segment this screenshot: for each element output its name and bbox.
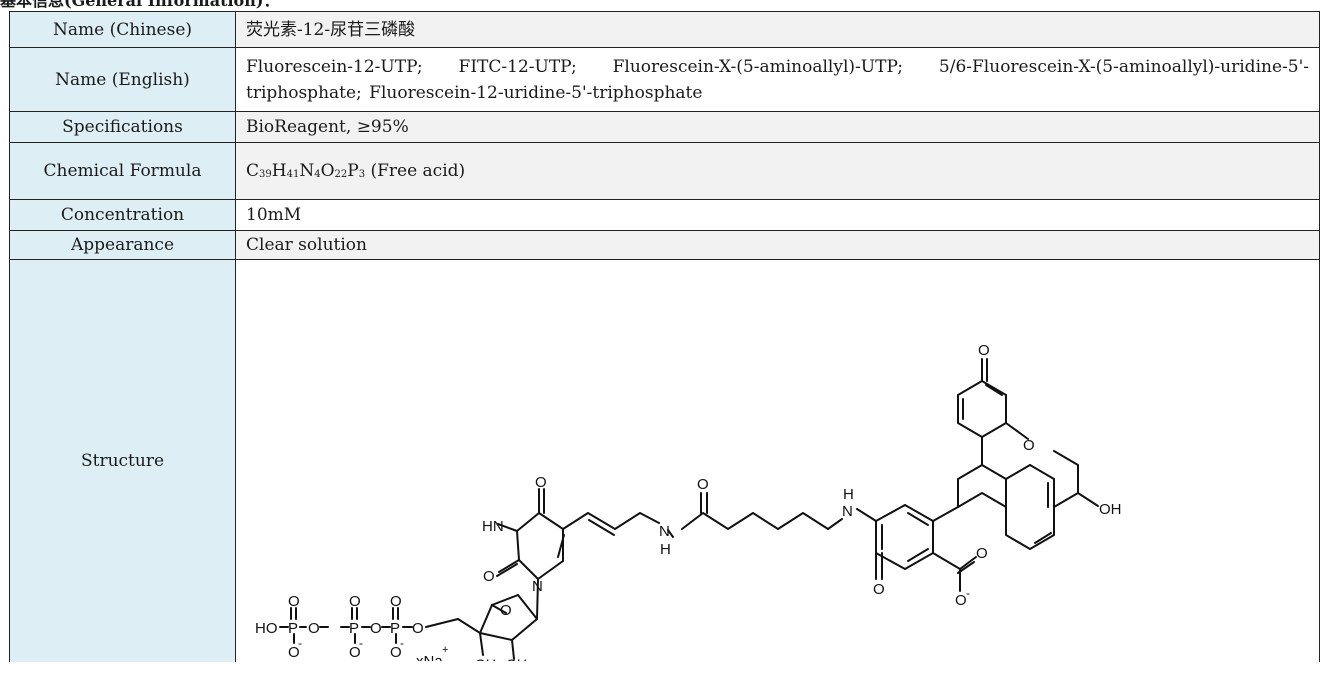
table-row-structure: Structure xyxy=(9,259,1320,662)
atom-label: OH xyxy=(1099,501,1122,518)
formula-suffix: (Free acid) xyxy=(365,161,466,181)
row-value: 荧光素-12-尿苷三磷酸 xyxy=(235,11,1320,48)
atom-label: N xyxy=(659,523,670,540)
formula-count: 22 xyxy=(334,169,348,180)
row-value: Clear solution xyxy=(235,230,1320,260)
charge-label: - xyxy=(400,636,404,650)
formula-element: C xyxy=(246,161,260,181)
atom-label: P xyxy=(349,620,359,637)
atom-label: O xyxy=(288,644,300,661)
atom-label: O xyxy=(1023,437,1035,454)
atom-label: O xyxy=(349,644,361,661)
atom-label: O xyxy=(349,593,361,610)
atom-label: P xyxy=(390,620,400,637)
row-label: Name (English) xyxy=(9,47,236,112)
atom-label: O xyxy=(976,545,988,562)
general-info-table: Name (Chinese) 荧光素-12-尿苷三磷酸 Name (Englis… xyxy=(9,11,1320,662)
atom-label: HN xyxy=(482,518,504,535)
section-title: 基本信息(General Information)： xyxy=(0,0,280,10)
atom-label: P xyxy=(288,620,298,637)
fluorescein-utp-structure: HO P O O O P O O O P O O O O N HN O xyxy=(255,342,1122,661)
formula-element: H xyxy=(271,161,287,181)
counterion-label: xNa xyxy=(416,653,443,661)
atom-label: O xyxy=(390,593,402,610)
row-value: BioReagent, ≥95% xyxy=(235,111,1320,143)
row-label: Concentration xyxy=(9,199,236,231)
atom-label: O xyxy=(308,620,320,637)
formula-element: P xyxy=(347,161,359,181)
row-value: Fluorescein-12-UTP; FITC-12-UTP; Fluores… xyxy=(235,47,1320,112)
table-row-appearance: Appearance Clear solution xyxy=(9,230,1320,260)
atom-label: O xyxy=(535,474,547,491)
table-row-name-english: Name (English) Fluorescein-12-UTP; FITC-… xyxy=(9,47,1320,112)
structure-image: HO P O O O P O O O P O O O O N HN O xyxy=(236,261,1319,661)
formula-element: N xyxy=(299,161,315,181)
table-row-name-chinese: Name (Chinese) 荧光素-12-尿苷三磷酸 xyxy=(9,11,1320,48)
structure-cell: HO P O O O P O O O P O O O O N HN O xyxy=(235,259,1320,662)
table-row-chemical-formula: Chemical Formula C39H41N4O22P3 (Free aci… xyxy=(9,142,1320,200)
charge-label: - xyxy=(966,586,970,600)
atom-label: O xyxy=(412,620,424,637)
formula-count: 39 xyxy=(259,169,272,180)
atom-label: N xyxy=(842,503,853,520)
atom-label: HO xyxy=(255,620,278,637)
atom-label: OH xyxy=(475,656,496,661)
row-label: Specifications xyxy=(9,111,236,143)
atom-label: H xyxy=(843,486,854,503)
atom-label: O xyxy=(288,593,300,610)
row-label: Name (Chinese) xyxy=(9,11,236,48)
atom-label: O xyxy=(483,568,495,585)
charge-label: - xyxy=(359,636,363,650)
formula-count: 41 xyxy=(286,169,300,180)
table-row-specifications: Specifications BioReagent, ≥95% xyxy=(9,111,1320,143)
atom-label: H xyxy=(660,541,671,558)
atom-label: O xyxy=(390,644,402,661)
formula-count: 3 xyxy=(358,169,366,180)
atom-label: O xyxy=(873,581,885,598)
atom-label: O xyxy=(370,620,382,637)
formula-value: C39H41N4O22P3 (Free acid) xyxy=(235,142,1320,200)
table-row-concentration: Concentration 10mM xyxy=(9,199,1320,231)
atom-label: OH xyxy=(506,656,527,661)
atom-label: N xyxy=(532,578,543,595)
atom-label: O xyxy=(955,592,967,609)
atom-label: O xyxy=(697,476,709,493)
row-label: Appearance xyxy=(9,230,236,260)
atom-label: O xyxy=(500,602,512,619)
formula-element: O xyxy=(320,161,335,181)
charge-label: + xyxy=(442,644,448,656)
atom-label: O xyxy=(978,342,990,359)
row-label: Chemical Formula xyxy=(9,142,236,200)
formula-count: 4 xyxy=(314,169,321,180)
charge-label: - xyxy=(298,636,302,650)
english-name-text: Fluorescein-12-UTP; FITC-12-UTP; Fluores… xyxy=(246,56,1309,103)
row-label: Structure xyxy=(9,259,236,662)
row-value: 10mM xyxy=(235,199,1320,231)
